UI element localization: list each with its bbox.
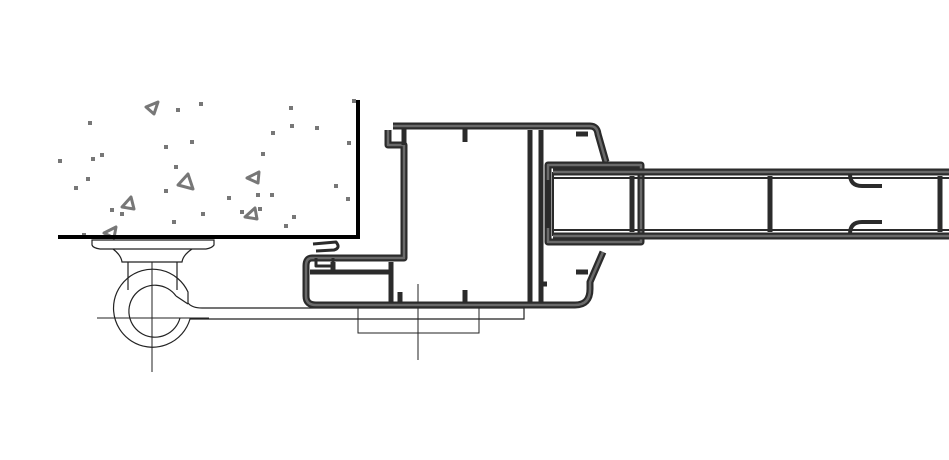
concrete-wall-section (58, 99, 360, 240)
anchor-plate (91, 239, 215, 290)
wall-edge (58, 100, 360, 239)
frame-profile (302, 122, 610, 309)
centre-guide-lines (97, 262, 480, 372)
glazing-panel (553, 168, 949, 240)
concrete-aggregate-dots (58, 99, 356, 237)
sash-clamp (544, 161, 645, 246)
concrete-aggregate-stones (102, 100, 261, 240)
